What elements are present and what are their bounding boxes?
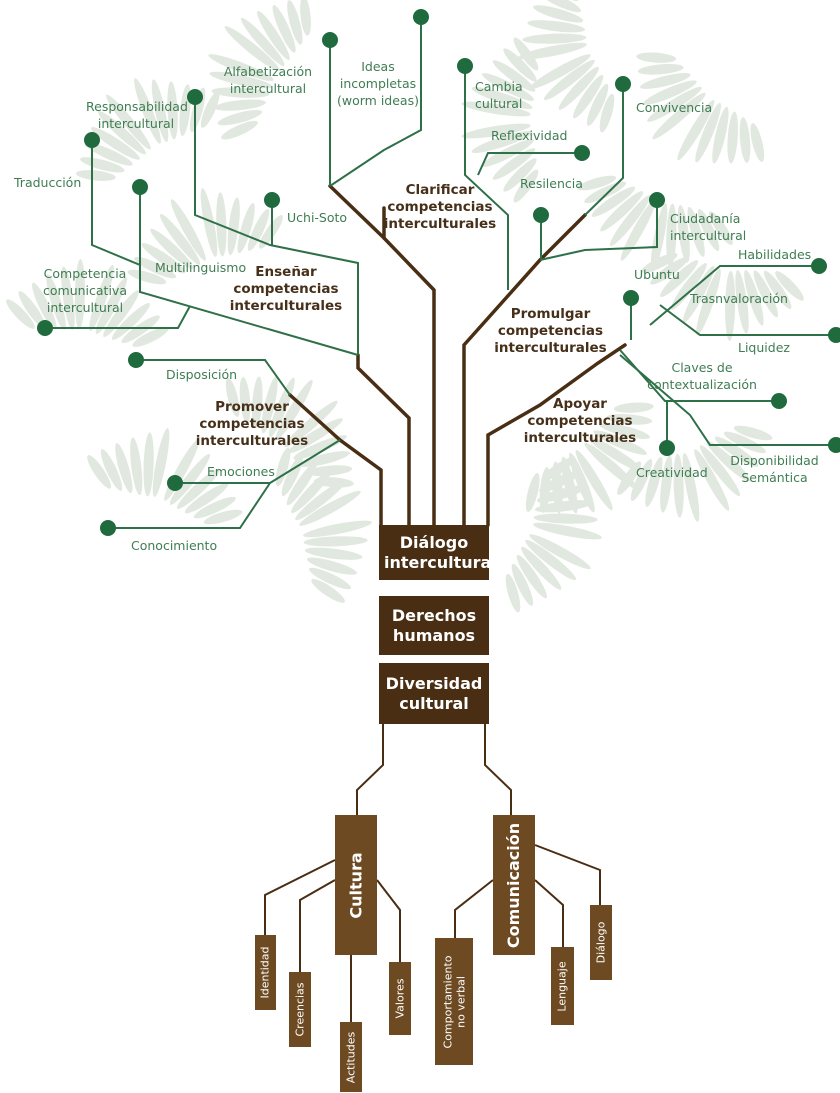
root-comunicacion-label: Comunicación: [504, 822, 524, 948]
root-comportamiento-label: Comportamiento no verbal: [441, 955, 467, 1048]
root-identidad: Identidad: [255, 935, 276, 1010]
trunk-derechos-label: Derechos humanos: [391, 605, 477, 645]
trunk-derechos-humanos: Derechos humanos: [379, 596, 489, 655]
root-actitudes: Actitudes: [340, 1022, 362, 1092]
leaf-habilidades: Habilidades: [738, 247, 812, 262]
branch-apoyar: Apoyar competencias interculturales: [523, 396, 637, 446]
leaf-competencia-comunicativa: Competencia comunicativa intercultural: [43, 266, 127, 315]
root-cultura-label: Cultura: [346, 851, 366, 919]
leaf-resilencia: Resilencia: [520, 176, 583, 191]
root-lines: [264, 724, 601, 1022]
leaf-dots: [37, 9, 840, 536]
trunk-diversidad-label: Diversidad cultural: [385, 673, 483, 713]
leaf-ubuntu: Ubuntu: [634, 267, 680, 282]
leaf-creatividad: Creatividad: [636, 465, 708, 480]
root-cultura: Cultura: [335, 815, 377, 955]
branch-ensenar: Enseñar competencias interculturales: [229, 264, 343, 314]
root-dialogo: Diálogo: [590, 905, 612, 980]
root-identidad-label: Identidad: [259, 946, 273, 999]
branch-promulgar: Promulgar competencias interculturales: [494, 306, 607, 356]
leaf-ideas-incompletas: Ideas incompletas (worm ideas): [337, 59, 419, 108]
leaf-alfabetizacion: Alfabetización intercultural: [223, 64, 313, 96]
leaf-uchi-soto: Uchi-Soto: [287, 210, 348, 225]
leaf-liquidez: Liquidez: [738, 340, 790, 355]
leaf-reflexividad: Reflexividad: [491, 128, 568, 143]
leaf-ciudadania: Ciudadanía intercultural: [670, 211, 747, 243]
root-lenguaje: Lenguaje: [551, 947, 574, 1025]
trunk-diversidad-cultural: Diversidad cultural: [379, 663, 489, 724]
branch-clarificar: Clarificar competencias interculturales: [383, 182, 497, 232]
leaf-responsabilidad: Responsabilidad intercultural: [86, 99, 188, 131]
leaf-disponibilidad-semantica: Disponibilidad Semántica: [730, 453, 819, 485]
root-valores: Valores: [389, 962, 411, 1035]
root-comunicacion: Comunicación: [493, 815, 535, 955]
leaf-conocimiento: Conocimiento: [131, 538, 218, 553]
branch-promover: Promover competencias interculturales: [195, 399, 309, 449]
trunk-branches: [288, 184, 627, 527]
leaf-cambia-cultural: Cambia cultural: [475, 79, 523, 111]
leaf-multilinguismo: Multilinguismo: [155, 260, 247, 275]
leaf-claves-contextualizacion: Claves de contextualización: [647, 360, 757, 392]
leaf-convivencia: Convivencia: [636, 100, 713, 115]
root-actitudes-label: Actitudes: [344, 1031, 358, 1083]
root-creencias: Creencias: [289, 972, 311, 1047]
root-dialogo-label: Diálogo: [594, 921, 608, 964]
leaf-traduccion: Traducción: [14, 175, 82, 190]
root-comportamiento: Comportamiento no verbal: [435, 938, 473, 1065]
root-valores-label: Valores: [393, 978, 407, 1019]
root-creencias-label: Creencias: [293, 982, 307, 1037]
leaf-trasnvaloracion: Trasnvaloración: [690, 291, 788, 306]
root-lenguaje-label: Lenguaje: [556, 960, 570, 1012]
leaf-emociones: Emociones: [207, 464, 275, 479]
leaf-disposicion: Disposición: [166, 367, 238, 382]
trunk-dialogo-intercultural: Diálogo intercultural: [379, 525, 497, 580]
trunk-dialogo-label: Diálogo intercultural: [384, 532, 497, 572]
